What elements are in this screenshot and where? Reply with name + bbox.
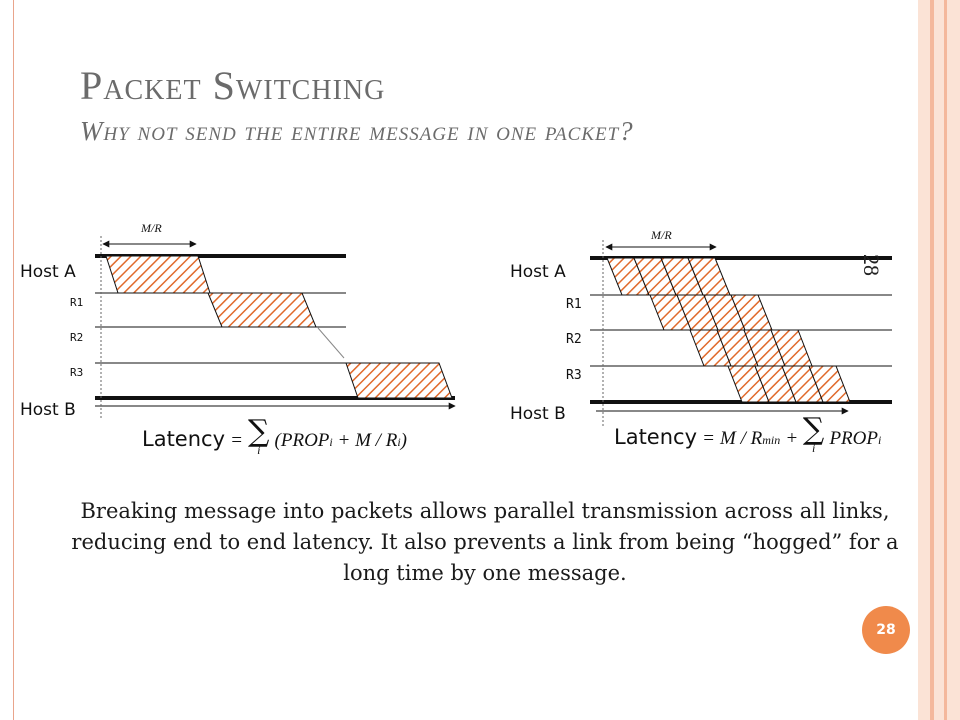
packet-stream bbox=[606, 257, 851, 403]
idle-connector bbox=[317, 327, 345, 359]
message-segment-3 bbox=[345, 362, 453, 399]
right-decorative-band bbox=[918, 0, 960, 720]
left-diagram bbox=[95, 236, 456, 420]
formula-term-sub: i bbox=[877, 433, 882, 447]
message-segment-1 bbox=[105, 255, 211, 294]
slide-title: Packet Switching bbox=[80, 63, 386, 108]
formula-close: ) bbox=[400, 430, 407, 451]
left-latency-formula: Latency = ∑ i (PROPi + M / Ri) bbox=[142, 414, 407, 457]
formula-equals: = bbox=[230, 430, 243, 451]
sum-symbol: ∑ bbox=[802, 412, 825, 447]
formula-lead: M / R bbox=[720, 428, 763, 449]
left-host-b-label: Host B bbox=[20, 400, 76, 420]
right-r2-label: R2 bbox=[566, 332, 582, 347]
right-host-a-label: Host A bbox=[510, 262, 566, 282]
message-segment-2 bbox=[207, 292, 317, 328]
sum-index: i bbox=[811, 441, 816, 455]
formula-expr: (PROP bbox=[274, 430, 330, 451]
left-frame-rule bbox=[0, 0, 14, 720]
right-r1-label: R1 bbox=[566, 297, 582, 312]
formula-expr-sub: i bbox=[329, 435, 333, 449]
left-r2-label: R2 bbox=[70, 331, 84, 344]
formula-term: PROP bbox=[829, 428, 878, 449]
sum-symbol: ∑ bbox=[248, 414, 270, 449]
left-mr-label: M/R bbox=[141, 221, 162, 235]
right-diagram bbox=[590, 240, 892, 426]
formula-lead-sub: min bbox=[762, 433, 781, 447]
formula-expr-end-sub: i bbox=[397, 435, 401, 449]
formula-plus: + bbox=[785, 428, 803, 449]
formula-expr-mid: + M / R bbox=[332, 430, 398, 451]
right-r3-label: R3 bbox=[566, 368, 582, 383]
sum-index: i bbox=[257, 443, 261, 457]
formula-word: Latency bbox=[614, 425, 698, 449]
right-host-b-label: Host B bbox=[510, 404, 566, 424]
formula-equals: = bbox=[702, 428, 715, 449]
right-mr-label: M/R bbox=[651, 228, 672, 242]
formula-word: Latency bbox=[142, 427, 226, 451]
packet-4-hop-4 bbox=[808, 365, 851, 403]
left-host-a-label: Host A bbox=[20, 262, 76, 282]
left-r1-label: R1 bbox=[70, 296, 84, 309]
left-r3-label: R3 bbox=[70, 366, 84, 379]
explanation-paragraph: Breaking message into packets allows par… bbox=[71, 499, 899, 585]
page-number-badge: 28 bbox=[862, 606, 910, 654]
vertical-slide-number: 28 bbox=[859, 254, 884, 276]
slide-subtitle: Why not send the entire message in one p… bbox=[80, 116, 634, 146]
right-latency-formula: Latency = M / Rmin + ∑ i PROPi bbox=[614, 412, 882, 455]
